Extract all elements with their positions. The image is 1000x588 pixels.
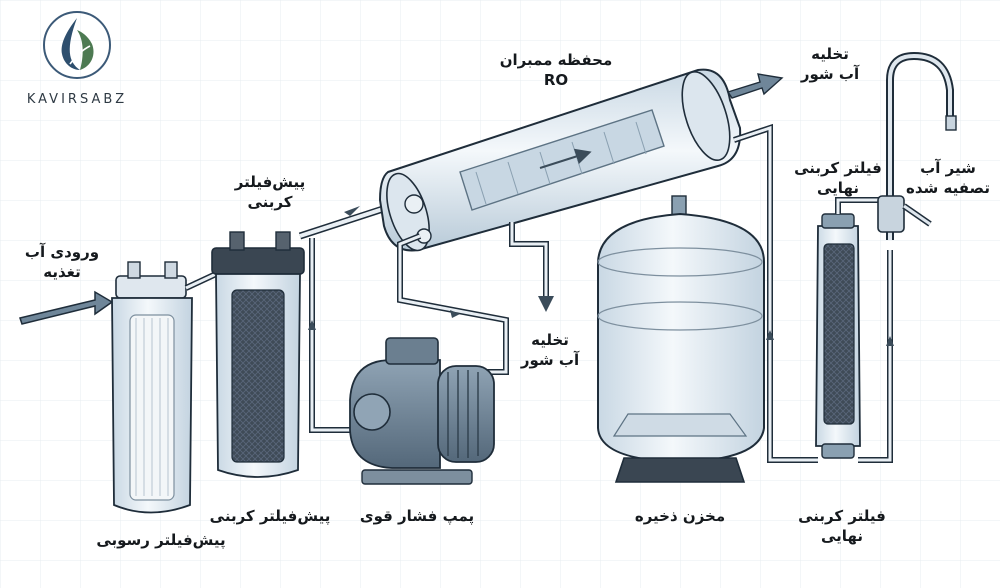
kavirsabz-logo-icon (43, 11, 111, 79)
label-faucet-line2: تصفیه شده (906, 179, 990, 197)
label-brine-mid-line2: آب شور (520, 351, 580, 369)
label-final-carbon-bottom: فیلتر کربنی نهایی (790, 506, 894, 546)
label-faucet-line1: شیر آب (920, 159, 976, 177)
purified-water-faucet (877, 51, 957, 240)
label-final-carbon-top-line1: فیلتر کربنی (794, 159, 882, 177)
feed-inlet-arrow (19, 290, 114, 325)
label-carbon-prefilter-top: پیش‌فیلتر کربنی (220, 172, 320, 212)
storage-tank (597, 195, 765, 483)
label-final-carbon-bottom-line2: نهایی (821, 527, 863, 545)
label-sediment-prefilter: پیش‌فیلتر رسوبی (96, 531, 226, 549)
label-membrane-housing: محفظه ممبران RO (476, 50, 636, 90)
brand-name: KAVIRSABZ (26, 92, 128, 107)
label-brine-top: تخلیه آب شور (790, 44, 870, 84)
label-pump: پمپ فشار قوی (359, 507, 475, 525)
label-feed-water: ورودی آب تغذیه (22, 242, 102, 282)
label-membrane-line2: RO (543, 71, 569, 89)
label-final-carbon-bottom-line1: فیلتر کربنی (798, 507, 886, 525)
label-feed-line1: ورودی آب (24, 243, 100, 261)
label-final-carbon-top: فیلتر کربنی نهایی (788, 158, 888, 198)
label-membrane-line1: محفظه ممبران (499, 51, 613, 69)
ro-membrane-housing (378, 68, 742, 252)
label-carbon-prefilter-bottom: پیش‌فیلتر کربنی (209, 507, 331, 525)
label-final-carbon-top-line2: نهایی (817, 179, 859, 197)
high-pressure-pump (349, 337, 495, 485)
label-brine-mid-line1: تخلیه (531, 331, 569, 349)
final-carbon-filter (815, 213, 861, 459)
label-brine-mid: تخلیه آب شور (510, 330, 590, 370)
label-brine-top-line1: تخلیه (811, 45, 849, 63)
brine-outlet-arrow-top (726, 73, 784, 99)
label-faucet: شیر آب تصفیه شده (900, 158, 996, 198)
carbon-prefilter (211, 231, 305, 478)
label-carbon-pre-top-line2: کربنی (247, 193, 293, 211)
label-tank: مخزن ذخیره (634, 507, 726, 525)
label-feed-line2: تغذیه (43, 263, 81, 281)
label-brine-top-line2: آب شور (800, 65, 860, 83)
label-carbon-pre-top-line1: پیش‌فیلتر (234, 173, 306, 191)
sediment-prefilter (111, 261, 193, 514)
